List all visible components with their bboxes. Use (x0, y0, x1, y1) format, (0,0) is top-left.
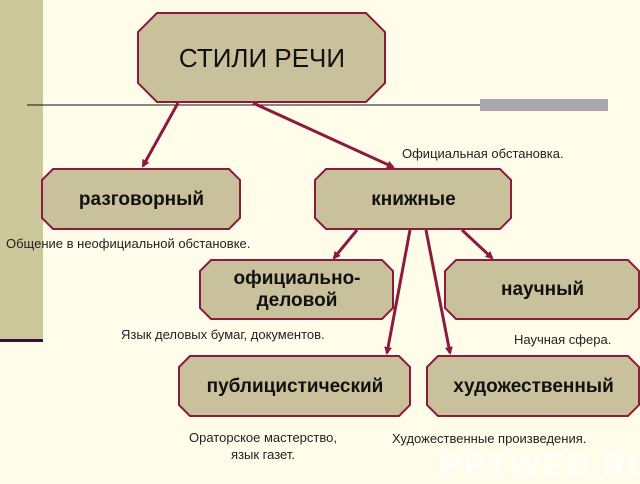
diagram-title: СТИЛИ РЕЧИ (178, 43, 346, 73)
divider-accent (480, 99, 608, 111)
note-journalistic-line1: Ораторское мастерство, (189, 430, 337, 445)
arrow-to-journalistic (384, 229, 412, 355)
side-decor-bar (0, 0, 43, 342)
note-artistic: Художественные произведения. (392, 431, 587, 446)
bookish-box-shape (314, 168, 512, 230)
note-official: Язык деловых бумаг, документов. (121, 327, 325, 342)
node-bookish: книжные (371, 188, 456, 210)
note-journalistic-line2: язык газет. (231, 447, 295, 462)
arrow-to-conversational (141, 102, 180, 168)
watermark: PPTWEB.RU (440, 446, 640, 484)
scientific-box-shape (444, 259, 640, 320)
note-journalistic: Ораторское мастерство, язык газет. (170, 429, 356, 463)
node-official: официально-деловой (233, 268, 361, 311)
note-conversational: Общение в неофициальной обстановке. (6, 236, 251, 251)
node-conversational: разговорный (78, 188, 205, 210)
arrow-to-artistic (424, 229, 453, 355)
arrow-to-bookish (252, 101, 395, 169)
note-bookish: Официальная обстановка. (402, 146, 564, 161)
conversational-box-shape (41, 168, 241, 230)
artistic-box-shape (426, 355, 640, 417)
arrow-to-scientific (460, 228, 494, 260)
note-scientific: Научная сфера. (514, 332, 612, 347)
node-journalistic: публицистический (206, 375, 384, 397)
journalistic-box-shape (178, 355, 411, 417)
arrow-to-official (332, 229, 359, 260)
node-scientific: научный (500, 279, 585, 300)
official-box-shape (199, 259, 394, 320)
title-box-shape (137, 12, 386, 103)
node-artistic: художественный (453, 375, 614, 397)
